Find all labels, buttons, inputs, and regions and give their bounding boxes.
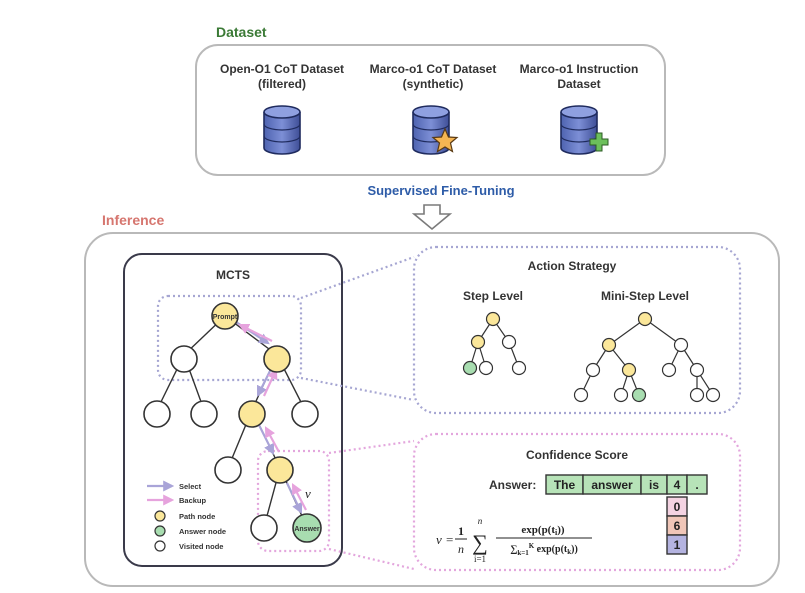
- legend-select-label: Select: [179, 482, 202, 491]
- answer-node: [292, 513, 322, 543]
- svg-text:i=1: i=1: [474, 554, 486, 564]
- answer-token: is: [649, 478, 659, 492]
- mcts-legend: Select Backup Path node Answer node Visi…: [147, 480, 226, 552]
- value-symbol: v: [305, 486, 311, 501]
- rank-value: 0: [674, 500, 681, 514]
- dataset-item-sublabel: Dataset: [557, 77, 600, 91]
- mcts-panel: [123, 253, 343, 567]
- action-strategy-panel: [412, 245, 742, 415]
- answer-tokens: The answer is 4 .: [545, 474, 708, 495]
- dataset-item-open-o1: Open-O1 CoT Dataset (filtered): [220, 62, 344, 155]
- answer-token: 4: [674, 478, 681, 492]
- dataset-section-label: Dataset: [216, 24, 267, 40]
- answer-token: answer: [591, 478, 633, 492]
- rank-value: 6: [674, 519, 681, 533]
- answer-token: The: [554, 478, 576, 492]
- action-strategy-title: Action Strategy: [528, 259, 617, 273]
- visited-node: [250, 514, 278, 542]
- mcts-action-highlight: [156, 294, 303, 382]
- rank-column: 0 6 1: [666, 496, 688, 555]
- dataset-item-label: Open-O1 CoT Dataset: [220, 62, 344, 76]
- dataset-item-marco-instruction: Marco-o1 Instruction Dataset: [520, 62, 639, 155]
- confidence-title: Confidence Score: [526, 448, 628, 462]
- legend-path-label: Path node: [179, 512, 215, 521]
- visited-node: [170, 345, 198, 373]
- legend-backup-label: Backup: [179, 496, 207, 505]
- mcts-confidence-highlight: [256, 449, 331, 553]
- svg-text:∑: ∑: [472, 530, 488, 555]
- mini-step-level-label: Mini-Step Level: [601, 289, 689, 303]
- svg-text:1: 1: [458, 524, 464, 538]
- rank-value: 1: [674, 538, 681, 552]
- dataset-item-label: Marco-o1 Instruction: [520, 62, 639, 76]
- visited-node: [214, 456, 242, 484]
- down-arrow-icon: [411, 204, 453, 231]
- database-icon: [263, 105, 301, 155]
- answer-token: .: [695, 478, 698, 492]
- legend-visited-label: Visited node: [179, 542, 223, 551]
- svg-text:n: n: [478, 516, 483, 526]
- connector-line: [328, 439, 415, 455]
- svg-text:exp(p(ti)): exp(p(ti)): [521, 524, 565, 537]
- database-star-icon: [412, 105, 459, 155]
- connector-line: [300, 255, 415, 300]
- visited-node: [291, 400, 319, 428]
- connector-line: [300, 376, 415, 402]
- svg-text:v: v: [436, 532, 442, 547]
- answer-label: Answer:: [489, 478, 536, 492]
- svg-text:=: =: [446, 532, 453, 547]
- mcts-path-arrows: [235, 321, 307, 514]
- visited-node: [190, 400, 218, 428]
- dataset-item-sublabel: (filtered): [258, 77, 306, 91]
- answer-node-label: Answer: [294, 526, 320, 533]
- step-level-tree: [462, 311, 527, 376]
- path-node: [266, 456, 294, 484]
- legend-answer-label: Answer node: [179, 527, 226, 536]
- dataset-item-marco-cot: Marco-o1 CoT Dataset (synthetic): [370, 62, 497, 155]
- mini-step-level-tree: [573, 311, 721, 403]
- mcts-tree-nodes: [143, 302, 322, 543]
- database-plus-icon: [560, 105, 609, 155]
- confidence-formula: v = 1 n n ∑ i=1 exp(p(ti)) ∑k=1K exp(p(t…: [436, 516, 592, 564]
- step-level-label: Step Level: [463, 289, 523, 303]
- inference-section-label: Inference: [102, 212, 164, 228]
- mcts-title: MCTS: [216, 268, 250, 282]
- confidence-panel: [412, 432, 742, 572]
- sft-label: Supervised Fine-Tuning: [367, 183, 514, 198]
- prompt-node: [211, 302, 239, 330]
- path-node: [263, 345, 291, 373]
- dataset-item-label: Marco-o1 CoT Dataset: [370, 62, 497, 76]
- path-node: [238, 400, 266, 428]
- prompt-node-label: Prompt: [213, 314, 238, 321]
- visited-node: [143, 400, 171, 428]
- svg-text:n: n: [458, 542, 464, 556]
- dataset-item-sublabel: (synthetic): [403, 77, 464, 91]
